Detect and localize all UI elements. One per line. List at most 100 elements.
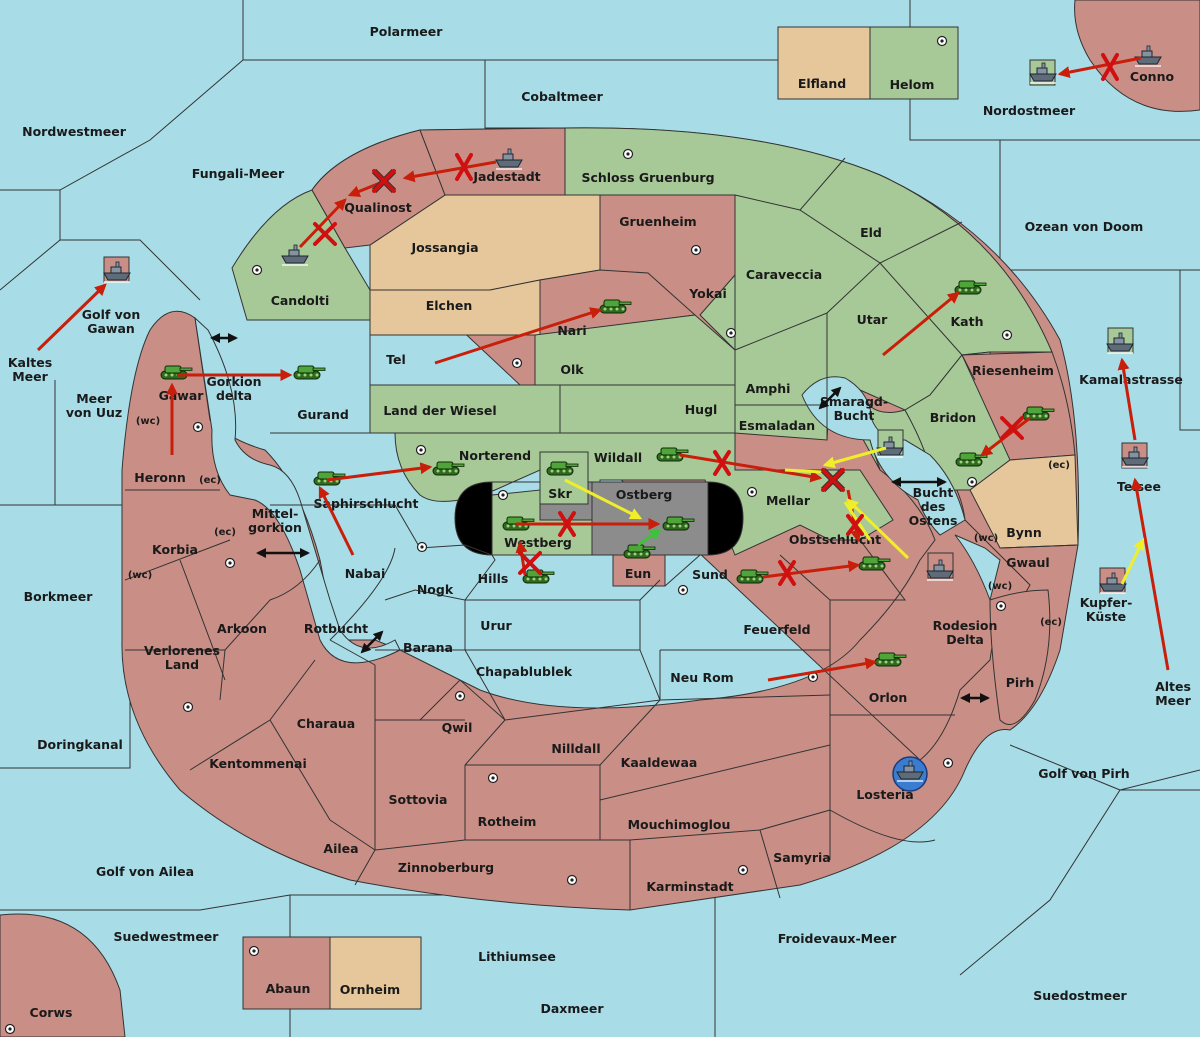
label-nari: Nari: [557, 323, 586, 338]
label-abaun: Abaun: [266, 981, 311, 996]
label-heronn: Heronn: [134, 470, 186, 485]
label-rotbucht: Rotbucht: [304, 621, 368, 636]
label-kaaldewaa: Kaaldewaa: [621, 755, 698, 770]
label-zinnoberburg: Zinnoberburg: [398, 860, 494, 875]
label-riesenheim: Riesenheim: [972, 363, 1054, 378]
failed-order-markers: [313, 53, 1119, 586]
label-esmaladan: Esmaladan: [739, 418, 815, 433]
coast-label-ec: (ec): [1040, 617, 1062, 628]
sea-bucht-ostens-south[interactable]: [954, 534, 1001, 602]
label-eun: Eun: [625, 566, 651, 581]
label-karminstadt: Karminstadt: [646, 879, 733, 894]
label-gwaul: Gwaul: [1006, 555, 1049, 570]
region-pirh[interactable]: [989, 589, 1051, 725]
sea-smaragd-bucht[interactable]: [801, 376, 966, 536]
label-candolti: Candolti: [271, 293, 330, 308]
label-norterend: Norterend: [459, 448, 531, 463]
label-ostberg: Ostberg: [616, 487, 673, 502]
label-chapablublek: Chapablublek: [476, 664, 573, 679]
label-mouchimoglou: Mouchimoglou: [628, 817, 731, 832]
coast-label-wc: (wc): [128, 570, 152, 581]
label-westberg: Westberg: [504, 535, 572, 550]
coast-label-wc: (wc): [136, 416, 160, 427]
label-nabai: Nabai: [345, 566, 386, 581]
interior-borders: [124, 157, 1079, 910]
label-kath: Kath: [951, 314, 984, 329]
region-ornheim[interactable]: [329, 936, 422, 1010]
label-gruenheim: Gruenheim: [619, 214, 696, 229]
coast-label-ec: (ec): [214, 527, 236, 538]
label-golf-pirh: Golf von Pirh: [1038, 766, 1129, 781]
label-sottovia: Sottovia: [389, 792, 448, 807]
sea-gorkion-mittelgorkion[interactable]: [194, 316, 401, 664]
label-urur: Urur: [480, 618, 512, 633]
label-utar: Utar: [857, 312, 889, 327]
label-kamalastrasse: Kamalastrasse: [1079, 372, 1183, 387]
ostberg-west-cap: [454, 481, 493, 556]
label-polarmeer: Polarmeer: [370, 24, 444, 39]
label-charaua: Charaua: [297, 716, 355, 731]
label-nordostmeer: Nordostmeer: [983, 103, 1076, 118]
label-nilldall: Nilldall: [551, 741, 600, 756]
units: [103, 45, 1162, 792]
region-elfland[interactable]: [777, 26, 871, 100]
label-hugl: Hugl: [685, 402, 718, 417]
label-jossangia: Jossangia: [410, 240, 478, 255]
label-pirh: Pirh: [1006, 675, 1035, 690]
passage-arrows: [210, 333, 990, 703]
label-borkmeer: Borkmeer: [24, 589, 94, 604]
label-saphir: Saphirschlucht: [314, 496, 419, 511]
label-skr: Skr: [548, 486, 572, 501]
label-losteria: Losteria: [856, 787, 913, 802]
label-bridon: Bridon: [930, 410, 976, 425]
label-ailea: Ailea: [323, 841, 358, 856]
order-arrows: [36, 56, 1170, 682]
label-barana: Barana: [403, 640, 453, 655]
label-ozean: Ozean von Doom: [1025, 219, 1144, 234]
label-elchen: Elchen: [426, 298, 473, 313]
region-conno[interactable]: [1074, 0, 1200, 112]
label-orlon: Orlon: [869, 690, 908, 705]
label-eld: Eld: [860, 225, 882, 240]
label-gurand: Gurand: [297, 407, 349, 422]
region-skr[interactable]: [539, 451, 589, 505]
coast-label-wc: (wc): [974, 533, 998, 544]
label-jadestadt: Jadestadt: [472, 169, 540, 184]
label-kupferkueste: Kupfer-Küste: [1080, 595, 1133, 624]
label-daxmeer: Daxmeer: [540, 1001, 604, 1016]
label-suedostmeer: Suedostmeer: [1033, 988, 1127, 1003]
coast-label-wc: (wc): [988, 581, 1012, 592]
label-nordwestmeer: Nordwestmeer: [22, 124, 127, 139]
label-elfland: Elfland: [798, 76, 846, 91]
coast-label-ec: (ec): [199, 475, 221, 486]
region-corws[interactable]: [0, 913, 126, 1037]
label-schloss: Schloss Gruenburg: [581, 170, 714, 185]
label-samyria: Samyria: [773, 850, 831, 865]
label-golf-ailea: Golf von Ailea: [96, 864, 194, 879]
label-wiesel: Land der Wiesel: [383, 403, 496, 418]
label-helom: Helom: [890, 77, 935, 92]
label-qwil: Qwil: [442, 720, 473, 735]
label-mellar: Mellar: [766, 493, 811, 508]
label-qualinost: Qualinost: [344, 200, 411, 215]
label-amphi: Amphi: [746, 381, 791, 396]
label-nogk: Nogk: [417, 582, 454, 597]
label-corws: Corws: [30, 1005, 73, 1020]
label-neu-rom: Neu Rom: [670, 670, 733, 685]
label-cobaltmeer: Cobaltmeer: [521, 89, 603, 104]
region-bynn[interactable]: [969, 454, 1079, 549]
label-gawar: Gawar: [159, 388, 205, 403]
label-doringkanal: Doringkanal: [37, 737, 123, 752]
label-mittelgorkion: Mittel-gorkion: [248, 506, 302, 535]
label-conno: Conno: [1130, 69, 1175, 84]
